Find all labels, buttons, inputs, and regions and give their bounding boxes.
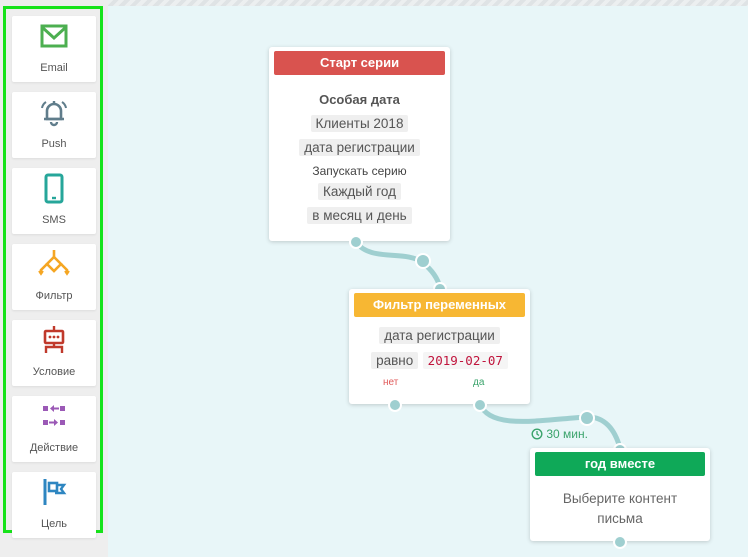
filter-field-chip: дата регистрации bbox=[379, 327, 500, 344]
tool-palette: Email Push SMS bbox=[3, 6, 103, 538]
yes-output-port[interactable] bbox=[473, 398, 487, 412]
segment-chip: Клиенты 2018 bbox=[310, 115, 409, 132]
operator-chip: равно bbox=[371, 352, 419, 369]
tool-action[interactable]: Действие bbox=[12, 396, 96, 462]
tool-email-label: Email bbox=[40, 62, 68, 74]
tool-goal[interactable]: Цель bbox=[12, 472, 96, 538]
value-chip: 2019-02-07 bbox=[422, 352, 508, 369]
tool-action-label: Действие bbox=[29, 442, 79, 454]
tool-sms[interactable]: SMS bbox=[12, 168, 96, 234]
tool-push[interactable]: Push bbox=[12, 92, 96, 158]
phone-icon bbox=[44, 173, 64, 204]
link-handle[interactable] bbox=[415, 253, 431, 269]
email-output-port[interactable] bbox=[613, 535, 627, 549]
bell-icon bbox=[41, 101, 67, 127]
tool-condition-label: Условие bbox=[32, 366, 76, 378]
tool-sidebar: Email Push SMS bbox=[0, 0, 108, 557]
clock-icon bbox=[531, 428, 543, 440]
start-output-port[interactable] bbox=[349, 235, 363, 249]
start-node-title: Особая дата bbox=[319, 92, 400, 107]
no-output-port[interactable] bbox=[388, 398, 402, 412]
tool-filter[interactable]: Фильтр bbox=[12, 244, 96, 310]
start-node-header: Старт серии bbox=[274, 51, 445, 75]
delay-text: 30 мин. bbox=[546, 427, 588, 441]
unit-chip: в месяц и день bbox=[307, 207, 412, 224]
no-branch-label: нет bbox=[383, 377, 399, 388]
start-node[interactable]: Старт серии Особая дата Клиенты 2018 дат… bbox=[269, 47, 450, 241]
filter-node-header: Фильтр переменных bbox=[354, 293, 525, 317]
arrows-icon bbox=[43, 405, 65, 426]
filter-node[interactable]: Фильтр переменных дата регистрации равно… bbox=[349, 289, 530, 404]
tool-condition[interactable]: Условие bbox=[12, 320, 96, 386]
run-label: Запускать серию bbox=[312, 164, 407, 178]
top-strip bbox=[0, 0, 748, 6]
robot-icon bbox=[43, 326, 65, 353]
split-icon bbox=[38, 250, 70, 276]
tool-filter-label: Фильтр bbox=[35, 290, 73, 302]
tool-push-label: Push bbox=[41, 138, 67, 150]
email-node[interactable]: год вместе Выберите контент письма bbox=[530, 448, 710, 541]
email-node-body: Выберите контент письма bbox=[562, 491, 678, 526]
tool-email[interactable]: Email bbox=[12, 16, 96, 82]
envelope-icon bbox=[40, 24, 68, 48]
link-handle[interactable] bbox=[579, 410, 595, 426]
flag-icon bbox=[43, 479, 67, 505]
date-field-chip: дата регистрации bbox=[299, 139, 420, 156]
delay-label: 30 мин. bbox=[531, 427, 588, 441]
email-node-header: год вместе bbox=[535, 452, 705, 476]
period-chip: Каждый год bbox=[318, 183, 401, 200]
tool-sms-label: SMS bbox=[42, 214, 66, 226]
yes-branch-label: да bbox=[473, 377, 485, 388]
tool-goal-label: Цель bbox=[40, 518, 68, 530]
